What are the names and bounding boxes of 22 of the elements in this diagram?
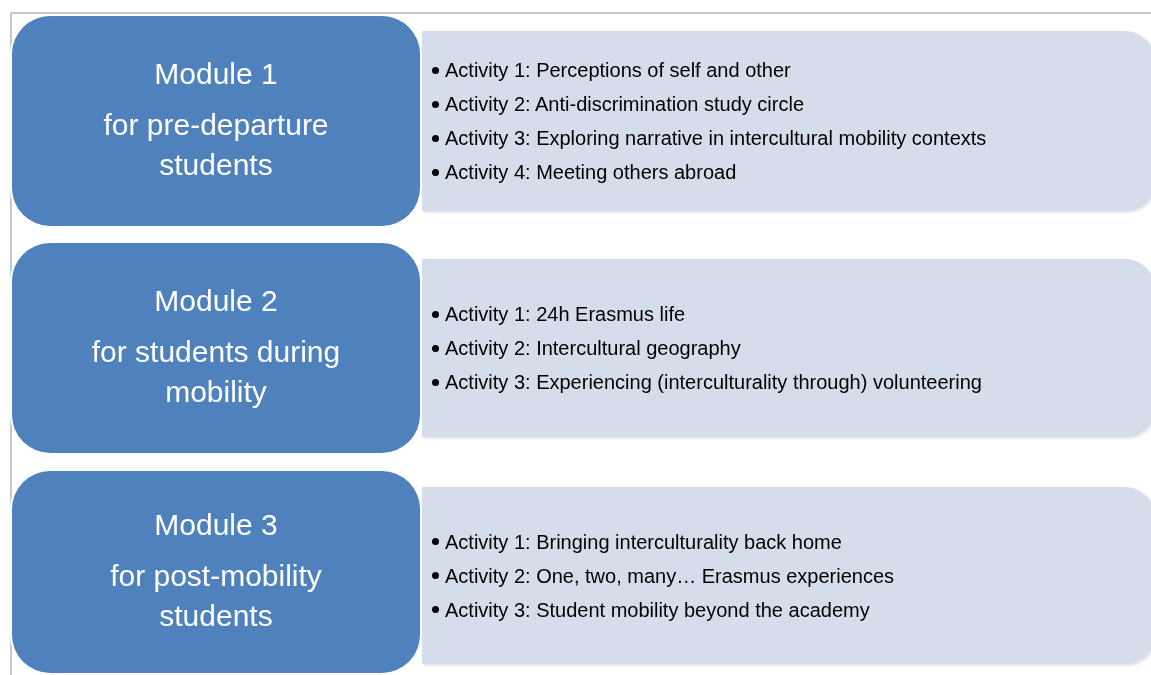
- module-subtitle: for students during mobility: [90, 334, 342, 410]
- activity-text: Activity 1: Bringing interculturality back home: [445, 529, 842, 555]
- activity-text: Activity 3: Student mobility beyond the academy: [445, 597, 870, 623]
- module-subtitle: for post-mobility students: [109, 558, 323, 634]
- module-box: [12, 16, 420, 226]
- activity-panel: [422, 259, 1151, 437]
- module-title: Module 2: [153, 284, 279, 318]
- activity-panel: [422, 487, 1151, 664]
- module-box: [12, 471, 420, 673]
- activity-text: Activity 2: Anti-discrimination study circle: [445, 92, 804, 117]
- activity-text: Activity 4: Meeting others abroad: [445, 160, 737, 185]
- module-title: Module 1: [153, 57, 279, 91]
- activity-text: Activity 3: Exploring narrative in intercultural mobility contexts: [445, 126, 987, 151]
- activity-text: Activity 3: Experiencing (interculturality through) volunteering: [445, 370, 982, 395]
- module-box: [12, 243, 420, 453]
- activity-panel: [422, 31, 1151, 211]
- module-title: Module 3: [153, 508, 279, 542]
- activity-text: Activity 1: 24h Erasmus life: [445, 302, 686, 327]
- activity-text: Activity 1: Perceptions of self and other: [445, 58, 791, 83]
- activity-text: Activity 2: One, two, many… Erasmus experiences: [445, 563, 895, 589]
- activity-text: Activity 2: Intercultural geography: [445, 336, 741, 361]
- module-subtitle: for pre-departure students: [102, 107, 330, 183]
